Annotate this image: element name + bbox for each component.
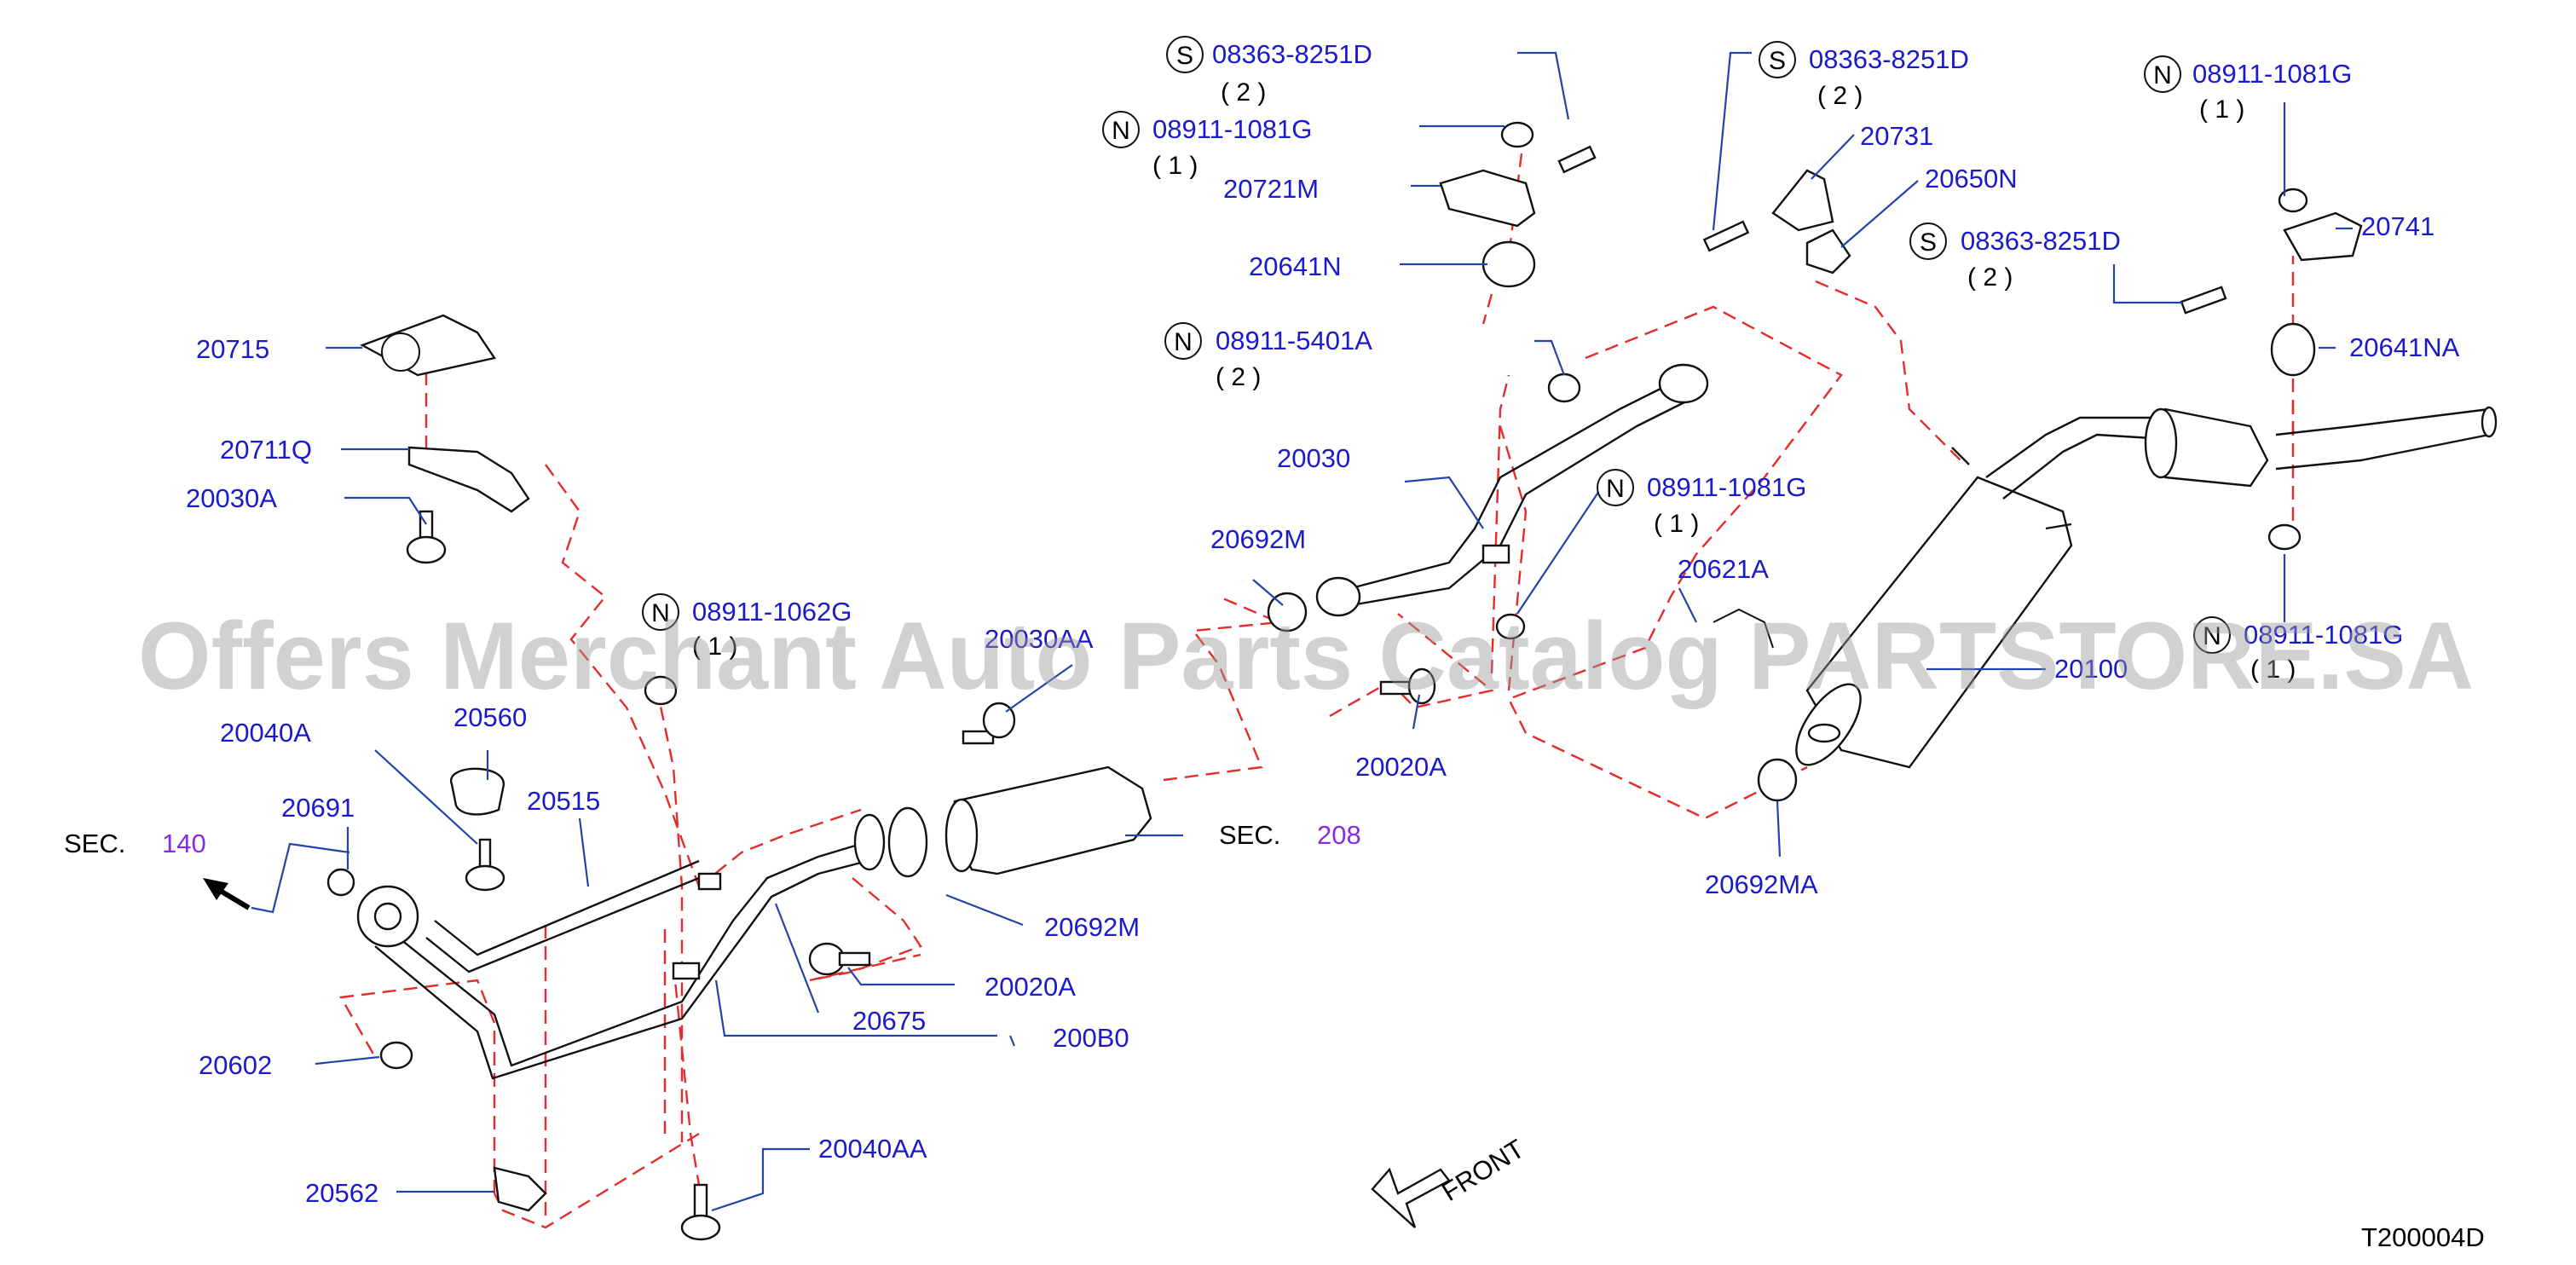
label-20621a: 20621A <box>1678 554 1769 584</box>
quantity: ( 2 ) <box>1221 78 1266 107</box>
marker-n: N <box>1606 475 1625 503</box>
label-20731: 20731 <box>1860 121 1933 151</box>
label-20691: 20691 <box>281 793 355 823</box>
fastener-markers: S N N N N S N S N <box>642 36 2231 654</box>
quantity: ( 1 ) <box>692 632 737 661</box>
label-20030aa: 20030AA <box>985 624 1094 654</box>
label-08911-1081g: 08911-1081G <box>1152 114 1312 144</box>
label-08911-1081g: 08911-1081G <box>2192 59 2352 89</box>
section-references: SEC. 140 SEC. 208 <box>64 820 1361 910</box>
label-20675: 20675 <box>852 1006 926 1036</box>
label-20641n: 20641N <box>1249 251 1342 281</box>
diagram-code: T200004D <box>2361 1222 2485 1252</box>
label-20715: 20715 <box>196 334 269 364</box>
front-exhaust-tube <box>356 842 862 1080</box>
front-arrow-icon <box>1371 1167 1451 1228</box>
sec-label: SEC. <box>1219 820 1280 850</box>
label-20030: 20030 <box>1277 443 1350 473</box>
marker-n: N <box>2153 61 2172 90</box>
sec-208-link: 208 <box>1317 820 1361 850</box>
quantity: ( 1 ) <box>2250 656 2296 684</box>
label-20692m: 20692M <box>1044 912 1140 942</box>
quantity: ( 1 ) <box>2199 95 2244 124</box>
marker-n: N <box>1112 117 1130 145</box>
label-08911-1081g: 08911-1081G <box>1647 472 1806 502</box>
quantity: ( 2 ) <box>1817 82 1863 110</box>
label-20020a: 20020A <box>985 972 1076 1002</box>
label-20602: 20602 <box>199 1050 272 1080</box>
marker-n: N <box>1174 328 1193 356</box>
quantity: ( 2 ) <box>1967 263 2013 292</box>
marker-s: S <box>1920 228 1937 257</box>
label-20562: 20562 <box>305 1178 378 1208</box>
label-20040aa: 20040AA <box>818 1134 927 1164</box>
marker-s: S <box>1176 42 1193 70</box>
label-20100: 20100 <box>2054 654 2128 684</box>
label-08911-1062g: 08911-1062G <box>692 597 852 627</box>
sec-label: SEC. <box>64 829 125 858</box>
sub-muffler <box>2144 406 2498 488</box>
hardware-parts <box>326 121 2363 1241</box>
label-20641na: 20641NA <box>2349 332 2460 362</box>
front-indicator: FRONT <box>1371 1134 1529 1228</box>
label-08911-1081g: 08911-1081G <box>2244 620 2403 650</box>
catalytic-converter <box>853 765 1152 878</box>
label-20711q: 20711Q <box>220 435 312 465</box>
label-20030a: 20030A <box>186 483 277 513</box>
label-20692ma: 20692MA <box>1705 869 1818 899</box>
label-20692m: 20692M <box>1210 524 1306 554</box>
label-08911-5401a: 08911-5401A <box>1216 326 1372 355</box>
label-20040a: 20040A <box>220 718 311 748</box>
marker-s: S <box>1769 47 1786 75</box>
label-08363-8251d: 08363-8251D <box>1212 39 1372 69</box>
label-20650n: 20650N <box>1925 164 2018 194</box>
leader-lines <box>251 51 2353 1212</box>
assembly-dash-lines <box>339 153 2295 1229</box>
quantity: ( 2 ) <box>1216 363 1261 391</box>
quantity: ( 1 ) <box>1152 152 1198 180</box>
fastener-callouts: 08363-8251D ( 2 ) 08911-1081G ( 1 ) 0891… <box>692 39 2403 684</box>
marker-n: N <box>2203 622 2221 650</box>
front-label: FRONT <box>1436 1134 1529 1207</box>
quantity: ( 1 ) <box>1654 510 1699 538</box>
main-muffler <box>1795 416 2166 769</box>
sec-arrowhead-icon <box>203 878 228 900</box>
label-20721m: 20721M <box>1223 174 1319 204</box>
label-20741: 20741 <box>2361 211 2434 241</box>
label-20560: 20560 <box>453 702 527 732</box>
label-08363-8251d: 08363-8251D <box>1961 226 2121 256</box>
center-tube <box>1315 363 1709 617</box>
part-labels: 20715 20711Q 20030A 20040A 20560 20691 2… <box>186 121 2460 1208</box>
label-20515: 20515 <box>527 786 600 816</box>
marker-n: N <box>651 599 670 627</box>
sec-140-link: 140 <box>162 829 206 858</box>
label-08363-8251d: 08363-8251D <box>1809 44 1969 74</box>
watermark: Offers Merchant Auto Parts Catalog PARTS… <box>138 603 2474 709</box>
label-20020a: 20020A <box>1355 752 1447 782</box>
label-200b0: 200B0 <box>1053 1023 1129 1053</box>
